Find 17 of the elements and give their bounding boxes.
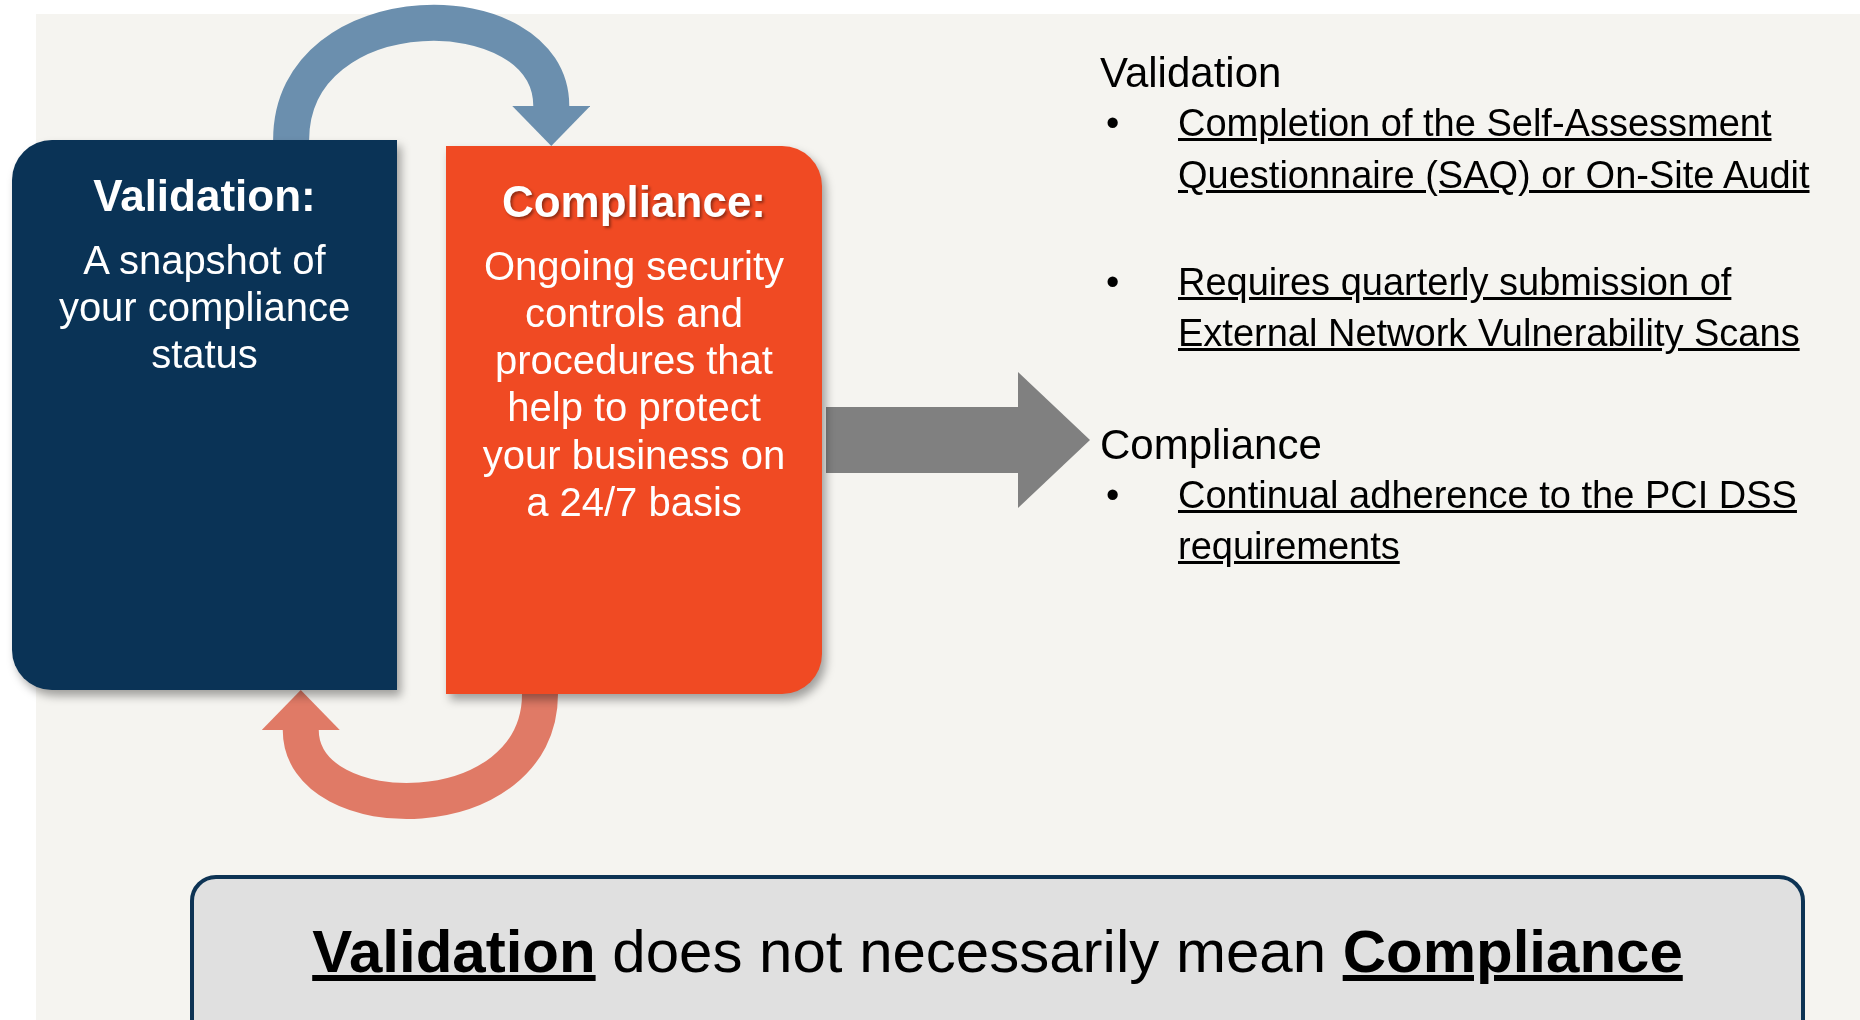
concept-box xyxy=(446,146,822,694)
statement-text: Validation does not necessarily mean Compliance xyxy=(312,918,1683,985)
box-description: Ongoing security controls and procedures that help to protect your business on a 24/7 basis xyxy=(482,242,786,526)
bullet-point: • xyxy=(1105,101,1121,147)
box-heading: Compliance: xyxy=(500,176,767,228)
bullet-point: • xyxy=(1105,260,1121,305)
box-heading: Validation: xyxy=(92,170,317,222)
block-arrow xyxy=(826,372,1090,508)
section-heading: Compliance xyxy=(1100,419,1323,470)
statement-box xyxy=(190,875,1805,1020)
bullet-text: Continual adherence to the PCI DSS requirements xyxy=(1178,472,1798,570)
box-description: A snapshot of your compliance status xyxy=(57,236,352,379)
bullet-text: Completion of the Self-Assessment Questionnaire (SAQ) or On-Site Audit xyxy=(1178,101,1811,198)
section-heading: Validation xyxy=(1100,48,1283,98)
concept-box xyxy=(12,140,397,690)
bullet-point: • xyxy=(1105,472,1121,518)
bullet-text: Requires quarterly submission of External Network Vulnerability Scans xyxy=(1178,260,1801,357)
